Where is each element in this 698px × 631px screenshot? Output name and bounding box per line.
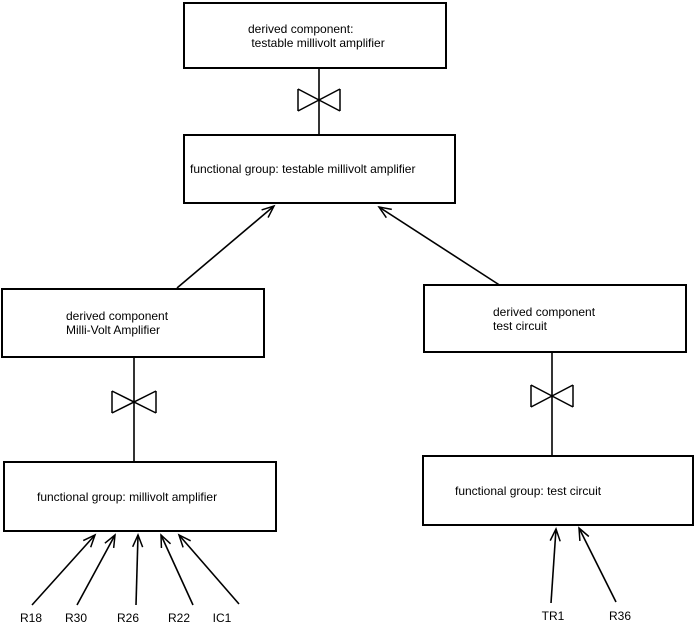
node-label: derived component [493, 304, 596, 319]
connector-r22 [160, 533, 194, 606]
node-label: functional group: testable millivolt amp… [190, 162, 416, 176]
node-functional-group-testable-millivolt-amplifier: functional group: testable millivolt amp… [183, 134, 456, 204]
connector-tr1 [549, 527, 561, 604]
connector-r26 [131, 533, 144, 606]
node-functional-group-millivolt-amplifier: functional group: millivolt amplifier [3, 461, 277, 532]
node-label: functional group: test circuit [455, 483, 602, 498]
connector-r18 [31, 533, 97, 606]
label-r26: R26 [116, 611, 140, 625]
decomposition-bowtie-icon-top [297, 88, 341, 112]
decomposition-bowtie-icon-left [111, 390, 157, 414]
connector-r30 [76, 533, 116, 606]
connector-rightderived-to-fgtestable [377, 205, 502, 287]
decomposition-bowtie-icon-right [530, 384, 574, 408]
label-r22: R22 [167, 611, 191, 625]
node-label: Milli-Volt Amplifier [66, 323, 161, 337]
connector-leftderived-to-fgtestable [176, 204, 276, 289]
node-label: test circuit [493, 318, 548, 333]
connector-r36 [578, 526, 617, 603]
node-derived-test-circuit: derived component test circuit [423, 284, 687, 353]
label-r18: R18 [19, 611, 43, 625]
connector-ic1 [177, 533, 240, 605]
node-label: testable millivolt amplifier [248, 35, 385, 50]
label-tr1: TR1 [541, 609, 565, 623]
label-ic1: IC1 [212, 611, 232, 625]
node-derived-testable-millivolt-amplifier: derived component: testable millivolt am… [183, 2, 447, 69]
node-functional-group-test-circuit: functional group: test circuit [422, 455, 694, 526]
node-label: functional group: millivolt amplifier [37, 489, 218, 504]
node-label: derived component [66, 309, 169, 323]
label-r30: R30 [64, 611, 88, 625]
node-label: derived component: [248, 21, 354, 36]
node-derived-milli-volt-amplifier: derived component Milli-Volt Amplifier [1, 288, 265, 358]
label-r36: R36 [608, 609, 632, 623]
